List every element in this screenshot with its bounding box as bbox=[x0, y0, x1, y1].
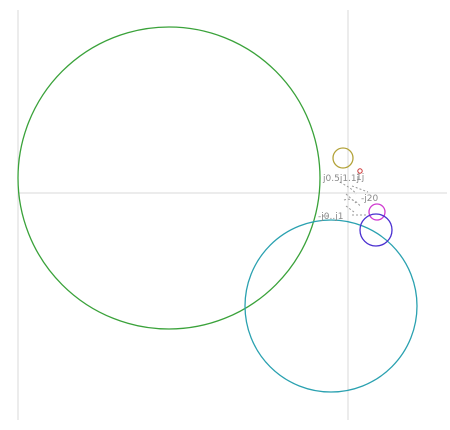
label-j0-5j1-1j: j0.5j1.1j bbox=[322, 174, 359, 184]
teal-circle bbox=[244, 219, 418, 393]
dashed-stroke-2 bbox=[343, 198, 361, 207]
large-green-circle bbox=[17, 26, 321, 330]
dashed-stroke-3 bbox=[351, 185, 369, 193]
indigo-circle bbox=[359, 213, 393, 247]
olive-small-circle bbox=[332, 147, 354, 169]
magenta-small-circle bbox=[368, 203, 386, 221]
label-1j: 1j bbox=[356, 173, 364, 183]
dashed-stroke-4 bbox=[345, 205, 355, 213]
red-marker bbox=[357, 168, 363, 174]
dashed-stroke-1 bbox=[339, 181, 357, 195]
label-neg-j20: -j20 bbox=[361, 194, 378, 204]
label-neg-j0-j1: -j0..j1 bbox=[318, 212, 343, 222]
